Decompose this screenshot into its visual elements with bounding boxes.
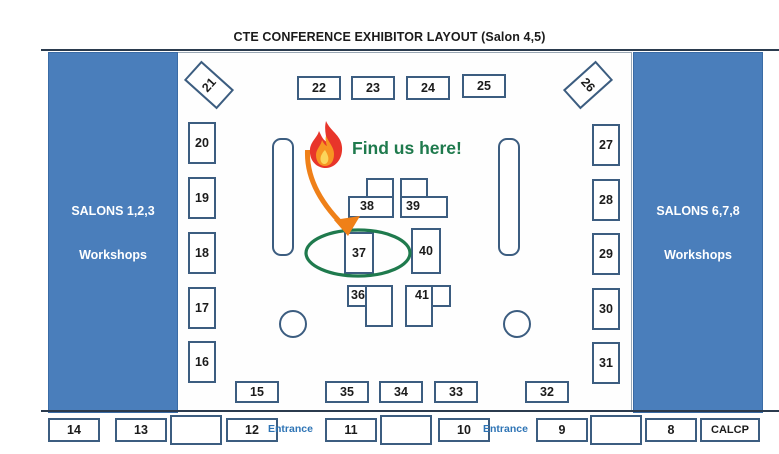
booth-32[interactable]: 32 — [525, 381, 569, 403]
title-divider — [41, 49, 779, 51]
booth-38[interactable]: 38 — [348, 178, 394, 218]
booth-38-label: 38 — [360, 199, 374, 213]
booth-36-mask — [367, 287, 391, 305]
booth-9[interactable]: 9 — [536, 418, 588, 442]
booth-18[interactable]: 18 — [188, 232, 216, 274]
booth-13[interactable]: 13 — [115, 418, 167, 442]
booth-39-mask — [402, 198, 426, 216]
booth-35[interactable]: 35 — [325, 381, 369, 403]
booth-20[interactable]: 20 — [188, 122, 216, 164]
booth-41-mask — [407, 287, 431, 305]
booth-38-mask — [368, 198, 392, 216]
booth-40[interactable]: 40 — [411, 228, 441, 274]
booth-31[interactable]: 31 — [592, 342, 620, 384]
booth-16[interactable]: 16 — [188, 341, 216, 383]
salon-panel-left[interactable]: SALONS 1,2,3 Workshops — [48, 52, 178, 413]
pillar-left — [272, 138, 294, 256]
entrance-label-left: Entrance — [268, 423, 313, 435]
booth-34[interactable]: 34 — [379, 381, 423, 403]
booth-30[interactable]: 30 — [592, 288, 620, 330]
booth-10[interactable]: 10 — [438, 418, 490, 442]
booth-27[interactable]: 27 — [592, 124, 620, 166]
booth-17[interactable]: 17 — [188, 287, 216, 329]
booth-28[interactable]: 28 — [592, 179, 620, 221]
booth-11[interactable]: 11 — [325, 418, 377, 442]
booth-37[interactable]: 37 — [344, 232, 374, 274]
column-circle-left — [279, 310, 307, 338]
booth-calcp[interactable]: CALCP — [700, 418, 760, 442]
booth-19[interactable]: 19 — [188, 177, 216, 219]
booth-23[interactable]: 23 — [351, 76, 395, 100]
booth-8[interactable]: 8 — [645, 418, 697, 442]
salon-panel-right[interactable]: SALONS 6,7,8 Workshops — [633, 52, 763, 413]
hall-outline — [177, 52, 632, 411]
booth-blank-1[interactable] — [170, 415, 222, 445]
pillar-right — [498, 138, 520, 256]
booth-blank-2[interactable] — [380, 415, 432, 445]
booth-41-label: 41 — [415, 288, 429, 302]
booth-39[interactable]: 39 — [400, 178, 448, 218]
booth-12[interactable]: 12 — [226, 418, 278, 442]
salon-left-name: SALONS 1,2,3 — [71, 203, 155, 218]
bottom-divider — [41, 410, 779, 412]
column-circle-right — [503, 310, 531, 338]
entrance-label-right: Entrance — [483, 423, 528, 435]
booth-24[interactable]: 24 — [406, 76, 450, 100]
flame-icon — [309, 121, 343, 168]
booth-14[interactable]: 14 — [48, 418, 100, 442]
salon-right-subtitle: Workshops — [664, 247, 732, 262]
find-us-here-callout: Find us here! — [352, 138, 462, 158]
booth-blank-3[interactable] — [590, 415, 642, 445]
booth-25[interactable]: 25 — [462, 74, 506, 98]
booth-41[interactable]: 41 — [405, 285, 451, 327]
booth-15[interactable]: 15 — [235, 381, 279, 403]
booth-36-label: 36 — [351, 288, 365, 302]
booth-29[interactable]: 29 — [592, 233, 620, 275]
page-title: CTE CONFERENCE EXHIBITOR LAYOUT (Salon 4… — [233, 30, 546, 44]
salon-left-subtitle: Workshops — [79, 247, 147, 262]
salon-right-name: SALONS 6,7,8 — [656, 203, 740, 218]
booth-22[interactable]: 22 — [297, 76, 341, 100]
booth-33[interactable]: 33 — [434, 381, 478, 403]
booth-36[interactable]: 36 — [347, 285, 393, 327]
booth-39-label: 39 — [406, 199, 420, 213]
